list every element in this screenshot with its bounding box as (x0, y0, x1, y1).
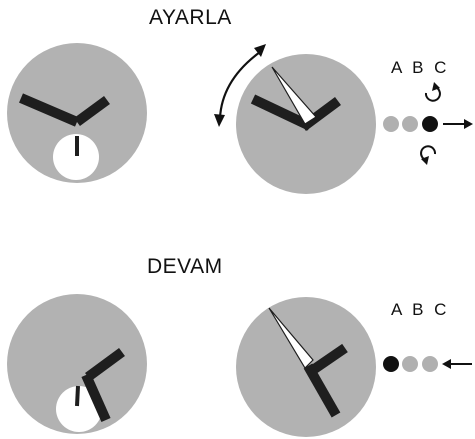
crown-position-indicator-continue (383, 356, 438, 372)
hour-hand (19, 93, 79, 127)
arrow-left-icon (442, 359, 472, 369)
crown-dot-a (383, 116, 399, 132)
crown-dot-c (422, 356, 438, 372)
chrono-subdial (56, 386, 102, 432)
crown-position-indicator-set (383, 116, 438, 132)
watch-dial (7, 43, 147, 183)
crown-labels-continue: A B C (391, 300, 450, 319)
hour-hand (307, 343, 348, 377)
arrow-right-icon (443, 119, 473, 129)
minute-hand (74, 95, 110, 127)
crown-labels-set: A B C (391, 58, 450, 77)
chrono-subdial (53, 134, 99, 180)
chrono-hand (75, 385, 80, 407)
rotate-clockwise-icon (424, 82, 441, 102)
rotate-counterclockwise-icon (420, 145, 437, 165)
hour-hand (250, 94, 313, 131)
minute-hand (303, 363, 341, 418)
title-set: AYARLA (149, 6, 232, 29)
crown-dot-b (402, 116, 418, 132)
hour-hand (85, 347, 125, 382)
title-continue: DEVAM (147, 255, 223, 278)
minute-hand (300, 96, 341, 132)
watch-continue-time (236, 297, 376, 437)
watch-set-chrono (7, 43, 147, 183)
watch-dial (7, 294, 147, 434)
watch-set-time (236, 54, 376, 194)
double-arrow-icon (214, 44, 266, 127)
crown-dot-c (422, 116, 438, 132)
second-hand (268, 307, 314, 369)
second-hand (271, 66, 317, 125)
crown-dot-b (402, 356, 418, 372)
minute-hand (81, 372, 111, 423)
watch-continue-chrono (7, 294, 147, 434)
crown-dot-a (383, 356, 399, 372)
